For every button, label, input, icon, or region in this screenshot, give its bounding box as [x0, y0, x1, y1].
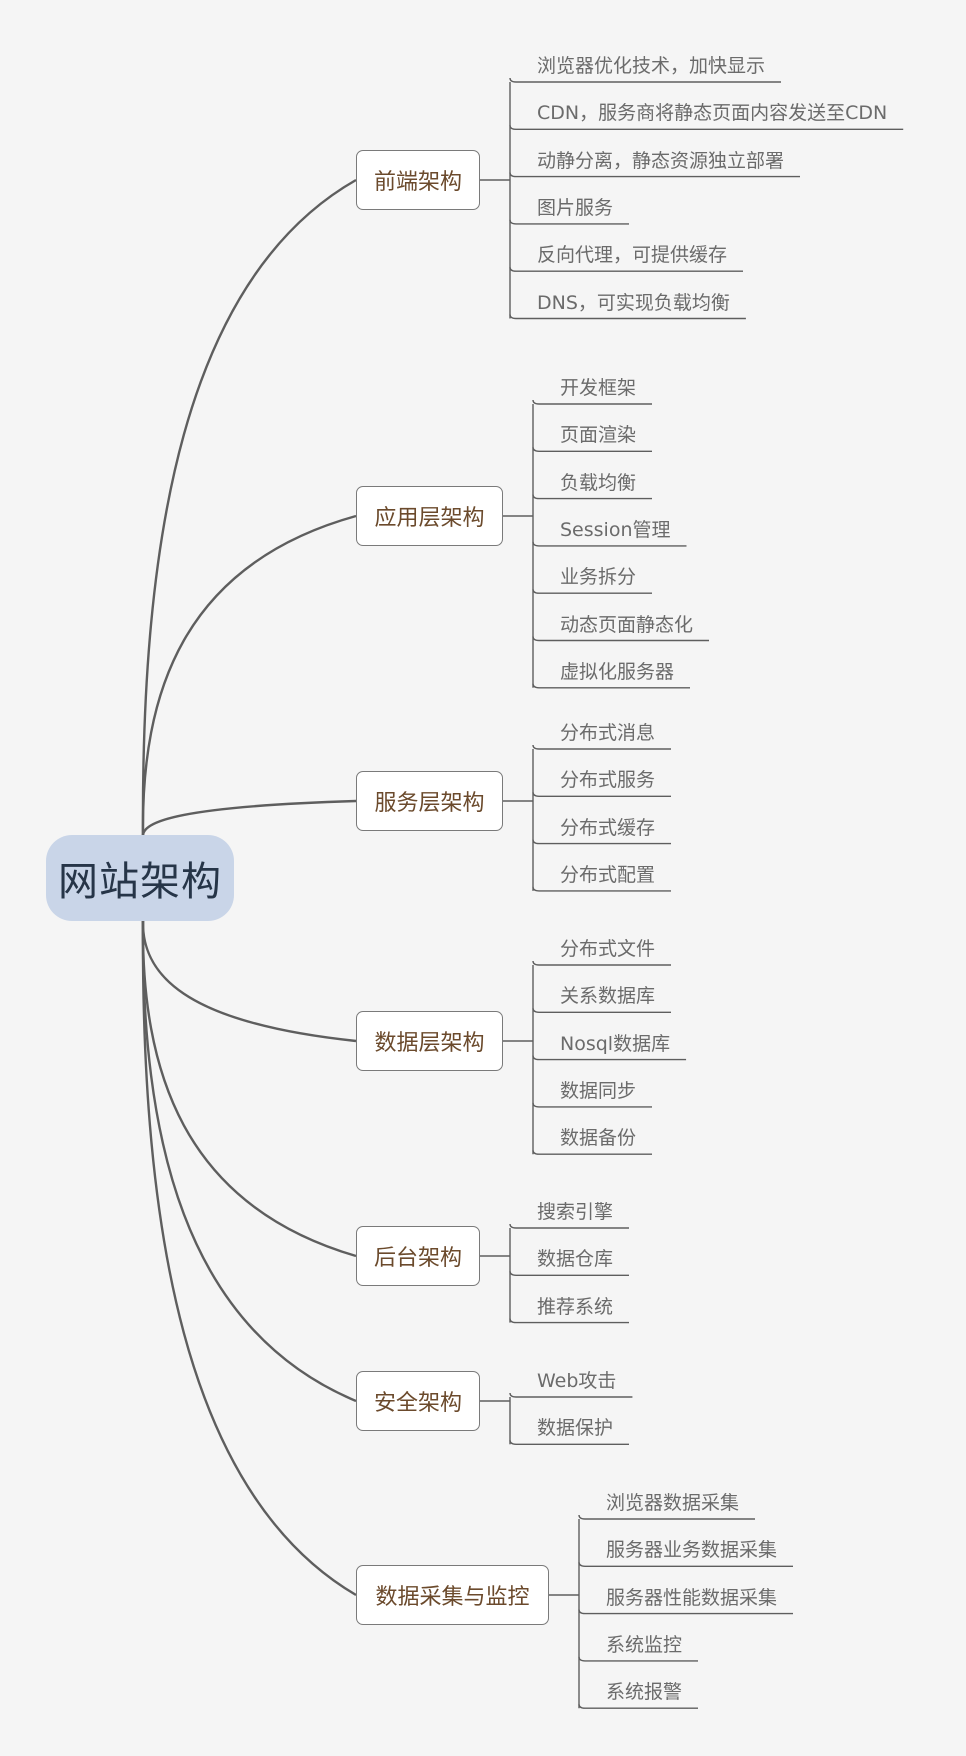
leaf-underline — [578, 1609, 794, 1615]
branch-node: 安全架构 — [356, 1371, 480, 1431]
leaf-underline — [509, 267, 744, 272]
leaf-item: Nosql数据库 — [560, 1032, 671, 1055]
leaf-item: 数据备份 — [560, 1127, 637, 1150]
leaf-underline — [578, 1656, 698, 1662]
branch-node: 数据采集与监控 — [356, 1565, 549, 1625]
leaf-item: 业务拆分 — [560, 566, 637, 589]
leaf-item: DNS，可实现负载均衡 — [537, 291, 730, 314]
leaf-underline — [532, 1150, 652, 1155]
leaf-item: CDN，服务商将静态页面内容发送至CDN — [537, 102, 888, 125]
leaf-underline — [578, 1562, 794, 1567]
leaf-item: 图片服务 — [537, 196, 614, 219]
leaf-item: 分布式配置 — [560, 863, 656, 886]
leaf-item: 负载均衡 — [560, 471, 637, 494]
leaf-item: 系统监控 — [606, 1633, 683, 1656]
leaf-item: 反向代理，可提供缓存 — [537, 244, 728, 267]
root-branch-connector — [141, 799, 357, 838]
leaf-underline — [532, 1055, 687, 1061]
root-branch-connector — [141, 918, 357, 1043]
leaf-item: 数据保护 — [537, 1417, 614, 1440]
leaf-item: 分布式文件 — [560, 938, 656, 960]
root-branch-connector — [141, 514, 357, 838]
branch-node: 服务层架构 — [356, 771, 503, 831]
branch-node: 数据层架构 — [356, 1011, 503, 1071]
leaf-underline — [532, 589, 652, 594]
leaf-item: 分布式服务 — [560, 769, 656, 792]
leaf-underline — [509, 1440, 629, 1445]
leaf-underline — [532, 636, 709, 642]
leaf-item: 动静分离，静态资源独立部署 — [537, 149, 785, 172]
leaf-item: 搜索引擎 — [537, 1201, 614, 1223]
leaf-underline — [532, 399, 652, 405]
leaf-underline — [509, 1318, 629, 1324]
leaf-underline — [532, 683, 690, 689]
root-branch-connector — [141, 918, 357, 1597]
leaf-item: 虚拟化服务器 — [560, 660, 675, 683]
leaf-item: 分布式缓存 — [560, 816, 656, 839]
leaf-underline — [532, 541, 687, 547]
root-node: 网站架构 — [46, 835, 234, 921]
root-branch-connector — [141, 178, 357, 838]
leaf-underline — [532, 886, 671, 892]
leaf-item: 数据仓库 — [537, 1248, 614, 1271]
root-branch-connector — [141, 918, 357, 1258]
leaf-underline — [532, 839, 671, 845]
leaf-underline — [509, 125, 904, 130]
leaf-underline — [578, 1704, 698, 1709]
leaf-underline — [532, 1008, 671, 1013]
leaf-underline — [509, 219, 629, 225]
leaf-item: 关系数据库 — [560, 985, 656, 1008]
leaf-underline — [509, 172, 801, 178]
leaf-item: 服务器业务数据采集 — [606, 1539, 778, 1562]
leaf-underline — [578, 1514, 755, 1520]
leaf-item: 页面渲染 — [560, 424, 637, 447]
leaf-underline — [532, 494, 652, 500]
leaf-underline — [532, 1102, 652, 1108]
leaf-item: 浏览器优化技术，加快显示 — [537, 55, 766, 77]
leaf-underline — [532, 792, 671, 797]
leaf-item: 系统报警 — [606, 1681, 683, 1704]
leaf-underline — [509, 314, 746, 320]
leaf-underline — [509, 1392, 633, 1398]
leaf-underline — [532, 744, 671, 750]
leaf-item: Web攻击 — [537, 1370, 617, 1392]
branch-node: 前端架构 — [356, 150, 480, 210]
leaf-item: 分布式消息 — [560, 722, 656, 744]
leaf-item: 开发框架 — [560, 377, 637, 399]
leaf-item: 数据同步 — [560, 1079, 637, 1102]
leaf-item: 动态页面静态化 — [560, 613, 694, 636]
leaf-underline — [509, 77, 782, 83]
leaf-underline — [509, 1271, 629, 1276]
leaf-item: 推荐系统 — [537, 1295, 614, 1318]
leaf-underline — [532, 447, 652, 452]
leaf-underline — [509, 1223, 629, 1229]
branch-node: 应用层架构 — [356, 486, 503, 546]
branch-node: 后台架构 — [356, 1226, 480, 1286]
leaf-item: Session管理 — [560, 518, 671, 541]
leaf-item: 服务器性能数据采集 — [606, 1586, 778, 1609]
root-branch-connector — [141, 918, 357, 1403]
leaf-item: 浏览器数据采集 — [606, 1492, 740, 1514]
leaf-underline — [532, 960, 671, 966]
